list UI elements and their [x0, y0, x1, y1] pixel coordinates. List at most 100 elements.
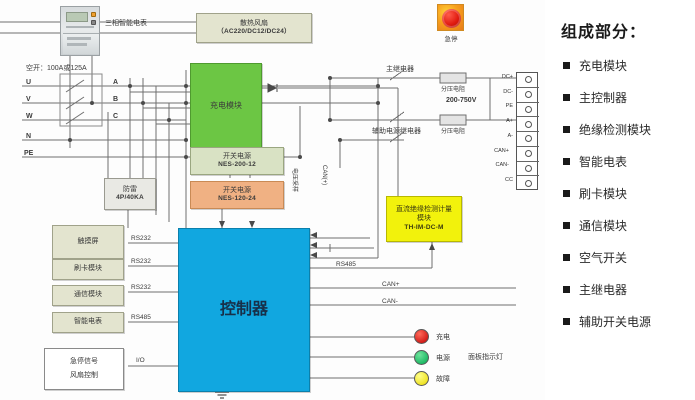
psu12-model: NES-200-12 — [218, 161, 256, 169]
meter-text-line-2 — [67, 43, 87, 46]
meter-divider — [66, 26, 94, 28]
bullet-icon — [563, 62, 570, 69]
controller-label: 控制器 — [219, 301, 268, 318]
rs232-label-1: RS232 — [131, 235, 151, 242]
panel-item-communication-module[interactable]: 通信模块 — [563, 217, 627, 234]
bullet-icon — [563, 94, 570, 101]
terminal-hole-icon — [524, 76, 532, 84]
bullet-icon — [563, 222, 570, 229]
panel-item-card-reader[interactable]: 刷卡模块 — [563, 185, 627, 202]
terminal-cell-dc-minus[interactable] — [517, 88, 539, 103]
insulation-label-1: 直流绝缘检测计量 — [396, 206, 452, 214]
can-minus-label: CAN- — [382, 298, 398, 305]
terminal-hole-icon — [524, 135, 532, 143]
fan-control-label: 风扇控制 — [70, 371, 98, 379]
controller-box[interactable]: 控制器 — [178, 228, 310, 392]
estop-fan-control-box[interactable]: 急停信号 风扇控制 — [44, 348, 124, 390]
panel-item-label: 刷卡模块 — [579, 187, 628, 201]
panel-item-label: 通信模块 — [579, 219, 628, 233]
panel-item-main-controller[interactable]: 主控制器 — [563, 89, 627, 106]
terminal-label-a-plus: A+ — [506, 118, 513, 124]
terminal-cell-dc-plus[interactable] — [517, 73, 539, 88]
meter-button-orange — [91, 12, 96, 17]
aux-relay-label: 辅助电源继电器 — [372, 128, 421, 135]
meter-button-grey — [91, 20, 96, 25]
smart-meter-label: 智能电表 — [74, 318, 102, 326]
resistor-top-label: 分压电阻 — [441, 87, 466, 93]
cooling-fan-box[interactable]: 散热风扇 （AC220/DC12/DC24） — [196, 13, 312, 43]
surge-protector-box[interactable]: 防雷 4P/40KA — [104, 178, 156, 210]
bullet-icon — [563, 158, 570, 165]
panel-item-air-switch[interactable]: 空气开关 — [563, 249, 627, 266]
rs232-label-3: RS232 — [131, 284, 151, 291]
switching-power-supply-12v-box[interactable]: 开关电源 NES-200-12 — [190, 147, 284, 175]
switching-power-supply-24v-box[interactable]: 开关电源 NES-120-24 — [190, 181, 284, 209]
indicator-label-charging: 充电 — [436, 334, 450, 341]
indicator-panel-title: 面板指示灯 — [468, 354, 503, 361]
psu24-model: NES-120-24 — [218, 195, 256, 203]
insulation-label-2: 模块 — [417, 214, 431, 222]
smart-meter-box[interactable]: 智能电表 — [52, 312, 124, 333]
bullet-icon — [563, 190, 570, 197]
panel-item-smart-meter[interactable]: 智能电表 — [563, 153, 627, 170]
panel-item-label: 充电模块 — [579, 59, 628, 73]
terminal-hole-icon — [524, 91, 532, 99]
meter-label: 三相智能电表 — [105, 20, 147, 27]
indicator-led-charging — [414, 329, 429, 344]
terminal-cell-can-plus[interactable] — [517, 147, 539, 162]
terminal-cell-a-minus[interactable] — [517, 132, 539, 147]
meter-text-line-1 — [67, 37, 91, 40]
emergency-stop-label: 急停 — [444, 36, 458, 43]
terminal-hole-icon — [524, 120, 532, 128]
phase-label-n: N — [26, 133, 32, 140]
indicator-label-fault: 故障 — [436, 376, 450, 383]
panel-item-charging-module[interactable]: 充电模块 — [563, 57, 627, 74]
card-reader-box[interactable]: 刷卡模块 — [52, 259, 124, 280]
terminal-cell-cc[interactable] — [517, 176, 539, 191]
terminal-cell-pe[interactable] — [517, 103, 539, 118]
panel-item-label: 智能电表 — [579, 155, 628, 169]
io-label: I/O — [136, 357, 145, 364]
indicator-label-power: 电源 — [436, 355, 450, 362]
card-reader-label: 刷卡模块 — [74, 265, 102, 273]
terminal-label-dc-plus: DC+ — [501, 74, 513, 80]
terminal-cell-a-plus[interactable] — [517, 117, 539, 132]
main-relay-label: 主继电器 — [386, 66, 414, 73]
components-panel: 组成部分： 充电模块 主控制器 绝缘检测模块 智能电表 刷卡模块 通信模块 空气… — [545, 0, 695, 400]
terminal-cell-can-minus[interactable] — [517, 162, 539, 177]
panel-item-label: 空气开关 — [579, 251, 628, 265]
communication-module-box[interactable]: 通信模块 — [52, 285, 124, 306]
emergency-stop-button[interactable] — [437, 4, 464, 31]
emergency-stop-icon — [442, 9, 461, 28]
charging-module-box[interactable]: 充电模块 — [190, 63, 262, 149]
panel-item-main-relay[interactable]: 主继电器 — [563, 281, 627, 298]
communication-module-label: 通信模块 — [74, 291, 102, 299]
phase-label-u: U — [26, 79, 32, 86]
resistor-bottom-label: 分压电阻 — [441, 129, 466, 135]
psu12-label: 开关电源 — [223, 152, 251, 160]
terminal-hole-icon — [524, 105, 532, 113]
terminal-label-dc-minus: DC- — [503, 89, 513, 95]
cooling-fan-spec: （AC220/DC12/DC24） — [217, 28, 291, 36]
phase-label-w: W — [26, 113, 33, 120]
out-label-a: A — [113, 79, 119, 86]
panel-item-insulation-module[interactable]: 绝缘检测模块 — [563, 121, 651, 138]
panel-item-label: 绝缘检测模块 — [579, 123, 652, 137]
terminal-block[interactable] — [516, 72, 539, 191]
bullet-icon — [563, 254, 570, 261]
estop-signal-label: 急停信号 — [70, 357, 98, 365]
bullet-icon — [563, 286, 570, 293]
charging-module-label: 充电模块 — [210, 101, 242, 110]
three-phase-meter-image — [60, 6, 100, 56]
touchscreen-label: 触摸屏 — [77, 237, 99, 245]
touchscreen-box[interactable]: 触摸屏 — [52, 225, 124, 259]
panel-title: 组成部分： — [561, 24, 647, 41]
terminal-hole-icon — [524, 180, 532, 188]
panel-item-aux-power-supply[interactable]: 辅助开关电源 — [563, 313, 651, 330]
insulation-detection-box[interactable]: 直流绝缘检测计量 模块 TH-IM-DC-M — [386, 196, 462, 242]
out-label-c: C — [113, 113, 119, 120]
phase-label-pe: PE — [24, 150, 34, 157]
terminal-hole-icon — [524, 150, 532, 158]
insulation-model: TH-IM-DC-M — [404, 223, 444, 231]
